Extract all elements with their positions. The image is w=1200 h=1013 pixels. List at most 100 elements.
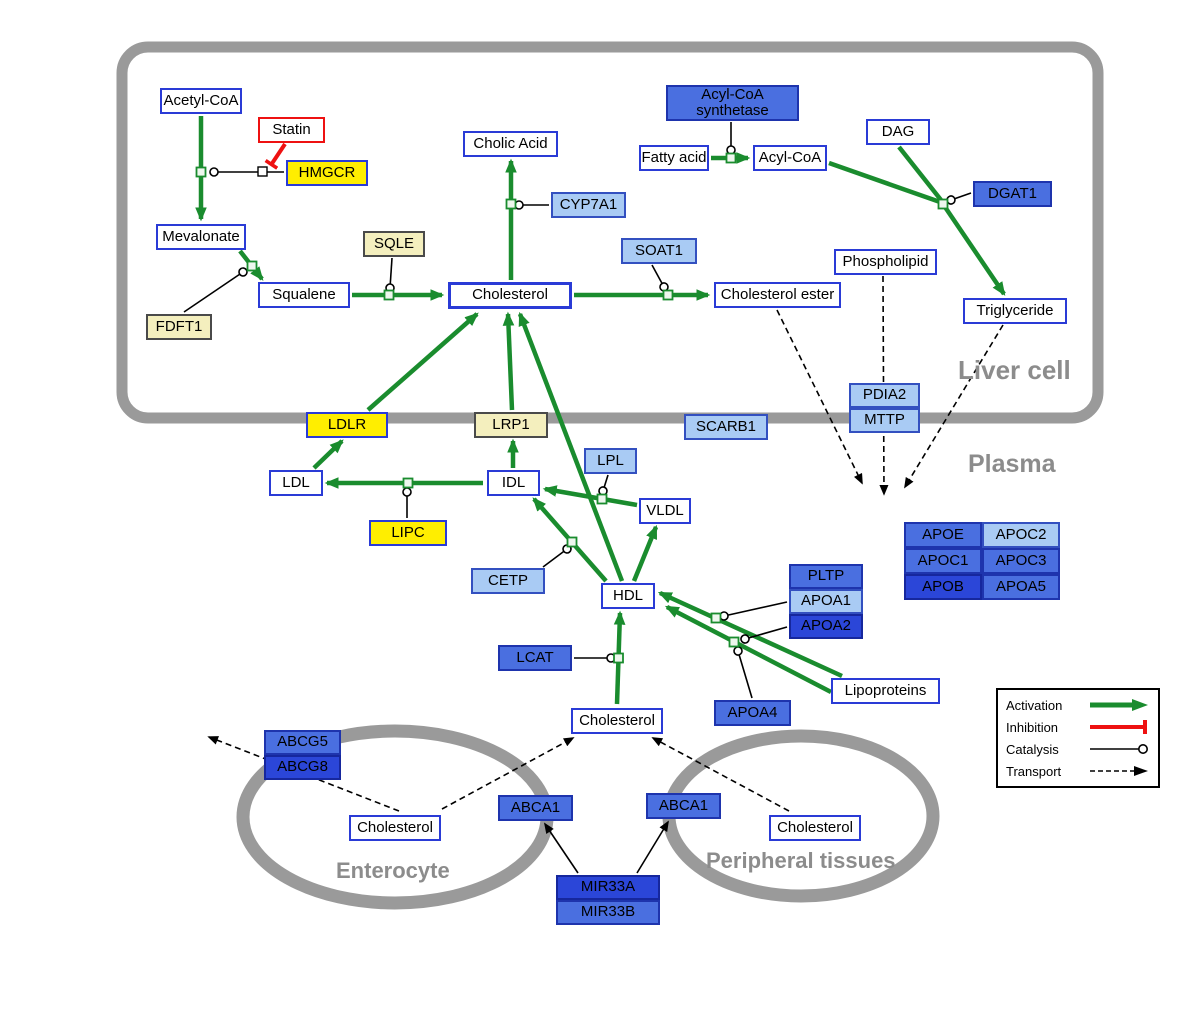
legend-row-transport: Transport (1006, 763, 1150, 779)
edge-acylcoa-to-dgat1-junction (828, 160, 941, 205)
inhibition-tee-icon (1090, 720, 1147, 734)
edge-apoa4-catalysis (733, 646, 753, 699)
node-abcg8[interactable]: ABCG8 (264, 755, 341, 780)
edge-hdl-to-liver-cholesterol (517, 311, 625, 582)
edge-enterocyte-cholesterol-to-plasma (441, 737, 575, 810)
node-mttp[interactable]: MTTP (849, 408, 920, 433)
node-abca1-right[interactable]: ABCA1 (646, 793, 721, 819)
inhibition-target-node (257, 166, 268, 177)
node-abcg5[interactable]: ABCG5 (264, 730, 341, 755)
node-cholesterol-ester[interactable]: Cholesterol ester (714, 282, 841, 308)
edge-triglyceride-transport (904, 324, 1004, 489)
node-acyl-coa[interactable]: Acyl-CoA (753, 145, 827, 171)
legend: Activation Inhibition Catalysis Transpor… (996, 688, 1160, 788)
node-pdia2[interactable]: PDIA2 (849, 383, 920, 408)
node-cetp[interactable]: CETP (471, 568, 545, 594)
edge-sqle-catalysis (385, 257, 395, 293)
edge-dag-to-dgat1-junction (897, 145, 943, 202)
node-apoa5[interactable]: APOA5 (982, 574, 1060, 600)
node-apoc3[interactable]: APOC3 (982, 548, 1060, 574)
node-fatty-acid[interactable]: Fatty acid (639, 145, 709, 171)
edge-phospholipid-transport (879, 275, 889, 496)
peripheral-tissues-label: Peripheral tissues (706, 848, 896, 873)
node-ldlr[interactable]: LDLR (306, 412, 388, 438)
node-apoe[interactable]: APOE (904, 522, 982, 548)
edge-hdl-to-vldl (631, 524, 659, 582)
liver-cell-membrane (116, 41, 1104, 424)
node-statin[interactable]: Statin (258, 117, 325, 143)
activation-arrow-icon (1090, 699, 1148, 711)
edge-mir33-to-abca1-right (636, 820, 669, 874)
node-idl[interactable]: IDL (487, 470, 540, 496)
reaction-node (246, 260, 258, 272)
edge-dgat1-catalysis (946, 192, 972, 205)
legend-transport-label: Transport (1006, 763, 1062, 779)
edge-cholesterolester-transport (776, 309, 863, 485)
legend-catalysis-label: Catalysis (1006, 741, 1059, 757)
node-cholic-acid[interactable]: Cholic Acid (463, 131, 558, 157)
edge-lipoproteins-to-hdl-upper (657, 590, 843, 679)
reaction-node (402, 477, 414, 489)
edge-soat1-catalysis (651, 264, 669, 292)
edge-peripheral-cholesterol-to-plasma (651, 737, 790, 812)
node-soat1[interactable]: SOAT1 (621, 238, 697, 264)
liver-cell-label: Liver cell (958, 355, 1071, 385)
node-apoc1[interactable]: APOC1 (904, 548, 982, 574)
node-apoa2[interactable]: APOA2 (789, 614, 863, 639)
node-cholesterol-peripheral[interactable]: Cholesterol (769, 815, 861, 841)
node-mevalonate[interactable]: Mevalonate (156, 224, 246, 250)
reaction-node (613, 652, 624, 664)
node-dag[interactable]: DAG (866, 119, 930, 145)
edge-statin-inhibits-hmgcr (264, 142, 287, 170)
node-lipoproteins[interactable]: Lipoproteins (831, 678, 940, 704)
reaction-node (710, 612, 722, 624)
legend-inhibition-label: Inhibition (1006, 719, 1059, 735)
reaction-node (662, 289, 674, 301)
node-fdft1[interactable]: FDFT1 (146, 314, 212, 340)
reaction-node (728, 636, 740, 648)
edge-ldlr-to-cholesterol (366, 312, 479, 412)
node-lrp1[interactable]: LRP1 (474, 412, 548, 438)
reaction-node (725, 152, 737, 164)
node-pltp[interactable]: PLTP (789, 564, 863, 589)
node-hdl[interactable]: HDL (601, 583, 655, 609)
node-apoa1[interactable]: APOA1 (789, 589, 863, 614)
node-cholesterol-center[interactable]: Cholesterol (571, 708, 663, 734)
legend-activation-label: Activation (1006, 697, 1063, 713)
node-cyp7a1[interactable]: CYP7A1 (551, 192, 626, 218)
node-acetyl-coa[interactable]: Acetyl-CoA (160, 88, 242, 114)
edge-fdft1-catalysis (183, 267, 248, 313)
reaction-node (596, 493, 608, 505)
node-lipc[interactable]: LIPC (369, 520, 447, 546)
node-acyl-coa-synthetase[interactable]: Acyl-CoA synthetase (666, 85, 799, 121)
node-lcat[interactable]: LCAT (498, 645, 572, 671)
node-apob[interactable]: APOB (904, 574, 982, 600)
node-cholesterol-liver[interactable]: Cholesterol (448, 282, 572, 309)
node-abca1-left[interactable]: ABCA1 (498, 795, 573, 821)
node-ldl[interactable]: LDL (269, 470, 323, 496)
legend-row-catalysis: Catalysis (1006, 741, 1150, 757)
edge-vldl-to-idl (542, 485, 638, 508)
node-mir33b[interactable]: MIR33B (556, 900, 660, 925)
node-scarb1[interactable]: SCARB1 (684, 414, 768, 440)
node-apoa4[interactable]: APOA4 (714, 700, 791, 726)
node-sqle[interactable]: SQLE (363, 231, 425, 257)
catalysis-circle-icon (1090, 744, 1148, 754)
node-mir33a[interactable]: MIR33A (556, 875, 660, 900)
node-dgat1[interactable]: DGAT1 (973, 181, 1052, 207)
node-vldl[interactable]: VLDL (639, 498, 691, 524)
legend-row-activation: Activation (1006, 697, 1150, 713)
edge-ldl-to-ldlr (312, 439, 344, 470)
node-phospholipid[interactable]: Phospholipid (834, 249, 937, 275)
edge-lrp1-to-cholesterol (502, 311, 515, 411)
node-lpl[interactable]: LPL (584, 448, 637, 474)
node-squalene[interactable]: Squalene (258, 282, 350, 308)
node-hmgcr[interactable]: HMGCR (286, 160, 368, 186)
edge-lpl-catalysis (598, 474, 609, 496)
edge-apoa2-catalysis (740, 626, 788, 644)
legend-row-inhibition: Inhibition (1006, 719, 1150, 735)
reaction-node (566, 536, 578, 548)
node-triglyceride[interactable]: Triglyceride (963, 298, 1067, 324)
node-apoc2[interactable]: APOC2 (982, 522, 1060, 548)
node-cholesterol-enterocyte[interactable]: Cholesterol (349, 815, 441, 841)
